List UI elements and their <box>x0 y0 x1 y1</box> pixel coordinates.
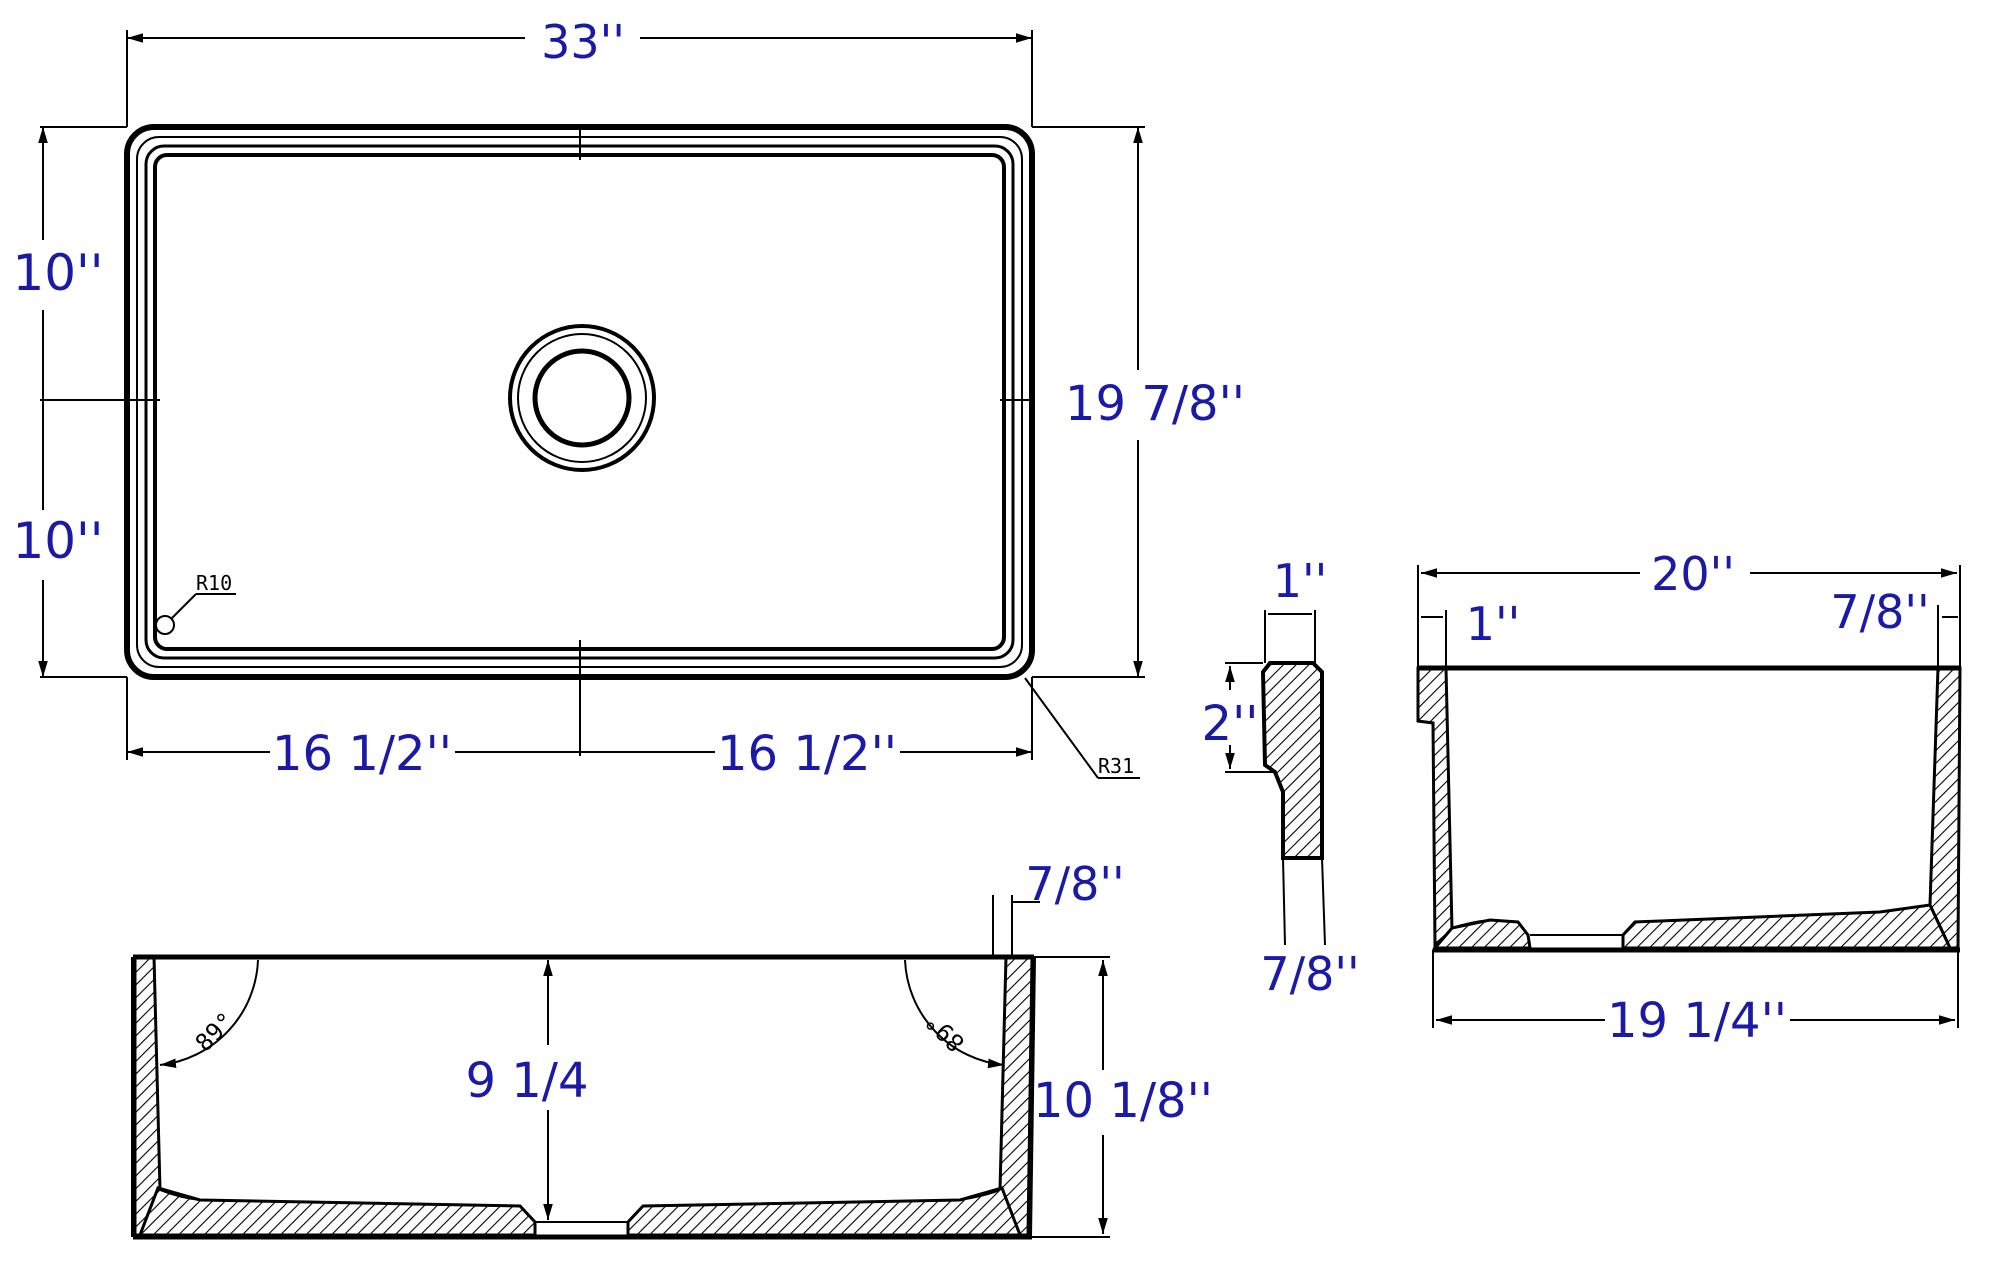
front-section-view: 7/8'' 9 1/4 10 1/8'' 89° 89° <box>131 857 1213 1240</box>
center-marks <box>127 127 1032 756</box>
label-right-wall-angle: 89° <box>920 1007 970 1057</box>
dim-rim-thickness: 7/8'' <box>1025 857 1124 911</box>
dim-side-back-wall-thickness: 7/8'' <box>1830 585 1929 639</box>
dim-overall-width: 33'' <box>541 15 625 69</box>
drain-outline <box>508 324 656 472</box>
dim-right-half-depth: 10'' <box>12 512 103 570</box>
dim-side-overall-width: 20'' <box>1651 547 1735 601</box>
sink-outline <box>124 124 1035 680</box>
side-section-dimension-lines <box>1417 565 1961 1028</box>
dim-left-half-width: 16 1/2'' <box>272 726 452 782</box>
label-left-wall-angle: 89° <box>190 1007 240 1057</box>
apron-profile-view: 1'' 2'' 7/8'' <box>1202 554 1360 1001</box>
dim-left-half-depth: 10'' <box>12 244 103 302</box>
apron-profile-dimension-lines <box>1225 610 1326 946</box>
label-inner-radius: R10 <box>196 571 232 595</box>
top-view: 33'' 10'' 10'' 19 7/8'' 16 1/2'' 16 1/2'… <box>12 15 1245 782</box>
dim-right-half-width: 16 1/2'' <box>717 726 897 782</box>
dim-overall-depth: 19 7/8'' <box>1065 376 1245 432</box>
apron-profile-section <box>1260 661 1324 860</box>
dim-apron-top-thickness: 1'' <box>1273 554 1328 608</box>
dim-side-front-wall-thickness: 1'' <box>1466 597 1521 651</box>
top-view-dimension-lines <box>38 30 1145 779</box>
dim-apron-bottom-thickness: 7/8'' <box>1260 947 1359 1001</box>
side-section-view: 20'' 1'' 7/8'' 19 1/4'' <box>1416 547 1962 1049</box>
label-outer-radius: R31 <box>1098 754 1134 778</box>
dim-apron-step-height: 2'' <box>1202 696 1259 752</box>
side-section-body <box>1416 665 1962 953</box>
front-section-dimension-lines <box>159 895 1110 1238</box>
dim-side-bottom-width: 19 1/4'' <box>1607 993 1787 1049</box>
dim-overall-height: 10 1/8'' <box>1033 1073 1213 1129</box>
dim-inner-depth: 9 1/4 <box>465 1053 588 1109</box>
front-section-body <box>131 954 1036 1240</box>
